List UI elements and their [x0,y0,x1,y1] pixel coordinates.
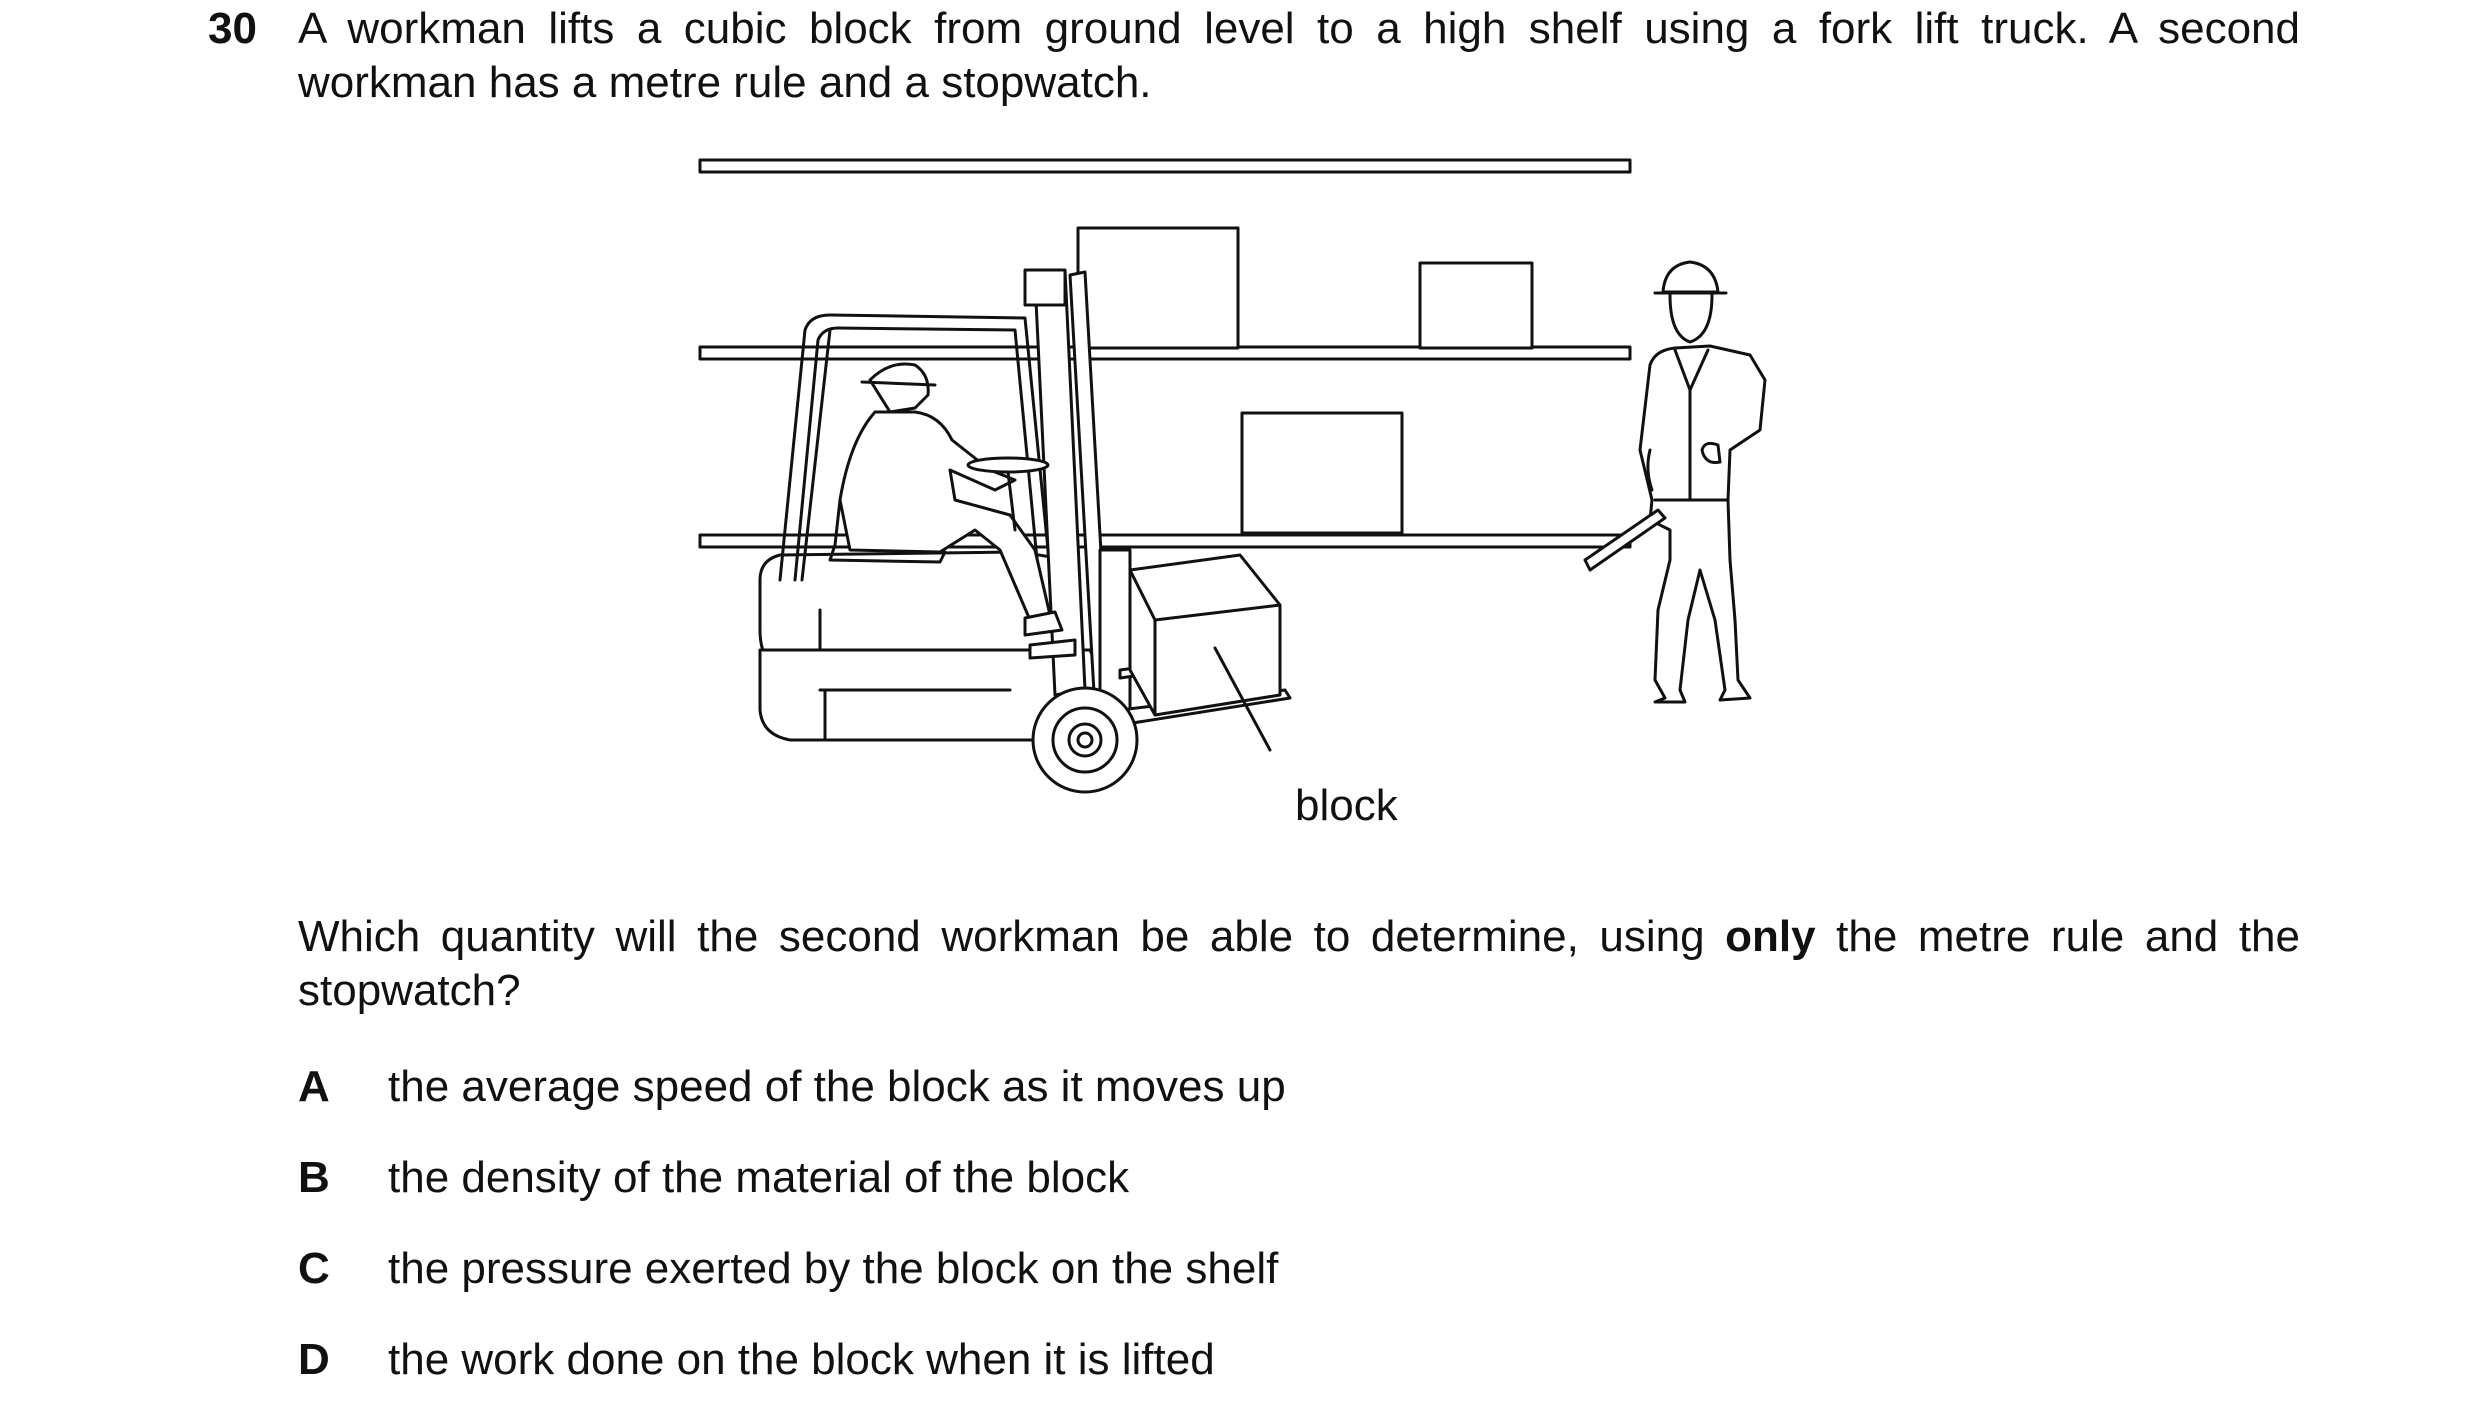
question-prompt-line-2: stopwatch? [298,966,521,1015]
shelf-box-3 [1240,411,1404,535]
block-label-leader [1213,646,1272,752]
option-a-letter: A [298,1062,330,1111]
top-shelf [698,158,1632,174]
option-b[interactable]: B the density of the material of the blo… [298,1151,2098,1242]
option-d-text: the work done on the block when it is li… [388,1335,1215,1384]
option-d-letter: D [298,1335,330,1384]
prompt-part-2: the metre rule and the [1815,912,2300,961]
shelf-box-2 [1418,261,1534,350]
answer-options: A the average speed of the block as it m… [298,1060,2098,1424]
option-b-letter: B [298,1153,330,1202]
second-workman [1583,260,1767,704]
question-prompt-line-1: Which quantity will the second workman b… [298,910,2300,964]
shelf-box-1 [1076,226,1240,350]
question-stem-line-1: A workman lifts a cubic block from groun… [298,4,2300,53]
question-stem: A workman lifts a cubic block from groun… [298,2,2300,110]
question-stem-line-2: workman has a metre rule and a stopwatch… [298,58,1152,107]
block-label: block [1295,781,1399,830]
option-b-text: the density of the material of the block [388,1153,1130,1202]
option-a-text: the average speed of the block as it mov… [388,1062,1286,1111]
block-on-forks [1128,553,1282,717]
lower-shelf [698,533,1632,549]
option-c-text: the pressure exerted by the block on the… [388,1244,1279,1293]
forklift-illustration: block [698,158,1767,830]
option-c-letter: C [298,1244,330,1293]
option-c[interactable]: C the pressure exerted by the block on t… [298,1242,2098,1333]
question-prompt: Which quantity will the second workman b… [298,910,2300,1018]
prompt-emphasis: only [1725,912,1816,961]
forklift [758,268,1292,794]
prompt-part-1: Which quantity will the second workman b… [298,912,1726,961]
option-a[interactable]: A the average speed of the block as it m… [298,1060,2098,1151]
metre-rule [1583,508,1667,572]
option-d[interactable]: D the work done on the block when it is … [298,1333,2098,1424]
question-number: 30 [208,4,257,53]
forklift-figure: block [690,150,1840,870]
